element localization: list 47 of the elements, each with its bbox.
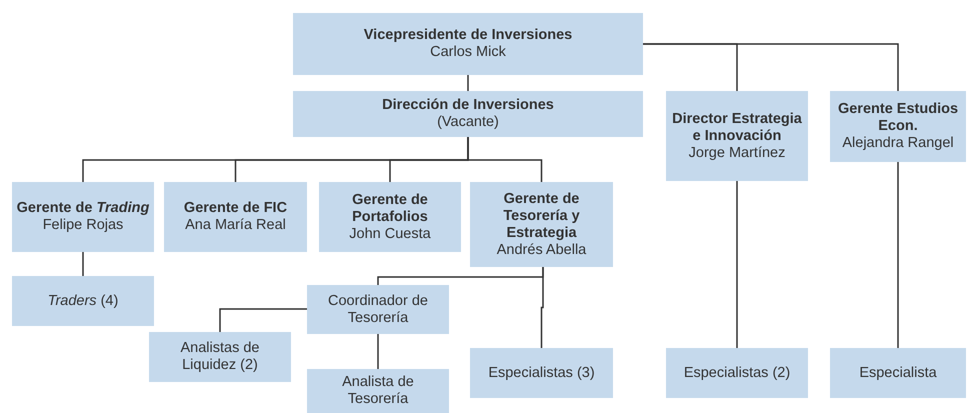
org-box bbox=[12, 182, 154, 252]
person-name: Jorge Martínez bbox=[688, 144, 786, 162]
person-name: Coordinador de Tesorería bbox=[327, 292, 429, 326]
org-box bbox=[666, 91, 808, 181]
position-title: Dirección de Inversiones bbox=[382, 97, 554, 114]
connector-line bbox=[467, 75, 469, 91]
connector-line bbox=[897, 162, 899, 348]
org-box bbox=[319, 182, 461, 252]
position-title: Director Estrategia e Innovación bbox=[671, 110, 803, 144]
org-box bbox=[164, 182, 307, 252]
org-box bbox=[12, 276, 154, 326]
person-name: Carlos Mick bbox=[430, 44, 506, 61]
person-name: Especialistas (2) bbox=[684, 364, 790, 382]
person-name: Alejandra Rangel bbox=[842, 135, 954, 152]
connector-line bbox=[377, 334, 379, 369]
person-name: Analista de Tesorería bbox=[341, 374, 415, 408]
org-box bbox=[470, 182, 613, 267]
position-title: Gerente de Trading bbox=[16, 200, 150, 217]
position-title: Gerente Estudios Econ. bbox=[836, 101, 960, 135]
org-box bbox=[307, 285, 449, 334]
org-box bbox=[307, 369, 449, 413]
position-title: Gerente de Portafolios bbox=[351, 192, 429, 226]
org-box bbox=[149, 332, 291, 382]
org-box bbox=[830, 91, 966, 162]
person-name: (Vacante) bbox=[437, 114, 499, 131]
connector-line bbox=[643, 43, 899, 91]
position-title: Gerente de FIC bbox=[184, 200, 288, 217]
org-box bbox=[293, 13, 643, 75]
connector-line bbox=[736, 181, 738, 348]
org-box bbox=[470, 348, 613, 398]
connector-line bbox=[82, 252, 84, 276]
person-name: Andrés Abella bbox=[496, 242, 586, 258]
org-box bbox=[666, 348, 808, 398]
person-name: Traders (4) bbox=[48, 292, 118, 310]
person-name: John Cuesta bbox=[349, 226, 431, 242]
connector-line bbox=[219, 308, 307, 332]
org-box bbox=[293, 91, 643, 137]
person-name: Felipe Rojas bbox=[42, 217, 124, 234]
position-title: Vicepresidente de Inversiones bbox=[364, 27, 572, 44]
person-name: Ana María Real bbox=[185, 217, 286, 234]
person-name: Especialistas (3) bbox=[488, 364, 595, 382]
position-title: Gerente de Tesorería y Estrategia bbox=[502, 190, 581, 242]
person-name: Especialista bbox=[859, 364, 937, 382]
connector-line bbox=[540, 267, 544, 348]
connector-line bbox=[467, 137, 542, 182]
person-name: Analistas de Liquidez (2) bbox=[180, 340, 260, 374]
org-box bbox=[830, 348, 966, 398]
